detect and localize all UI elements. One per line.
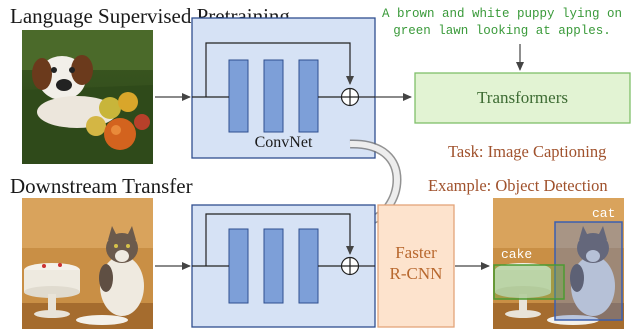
cat-detection-label: cat [592,206,616,221]
faster-rcnn-label-line-2: R-CNN [389,264,443,283]
downstream-title: Downstream Transfer [10,174,193,198]
caption-line-1: A brown and white puppy lying on [381,7,623,21]
conv-block-3-top [298,59,319,133]
conv-block-2-bottom [263,228,284,304]
conv-block-1-top [228,59,249,133]
cat-cake-image [22,198,153,329]
image-caption-text: A brown and white puppy lying on green l… [362,6,642,40]
convnet-label: ConvNet [254,134,313,151]
cake-detection-label: cake [501,247,533,262]
faster-rcnn-label: Faster R-CNN [378,242,454,284]
transformers-box [414,72,631,124]
detection-result-image [493,198,624,329]
task-detection-label: Example: Object Detection [428,176,608,195]
faster-rcnn-label-line-1: Faster [395,243,437,262]
conv-block-2-top [263,59,284,133]
faster-rcnn-box [377,204,455,328]
conv-block-1-bottom [228,228,249,304]
conv-block-3-bottom [298,228,319,304]
task-captioning-label: Task: Image Captioning [448,142,607,161]
puppy-image [22,30,153,164]
transformers-label: Transformers [477,88,568,107]
caption-line-2: green lawn looking at apples. [393,24,611,38]
